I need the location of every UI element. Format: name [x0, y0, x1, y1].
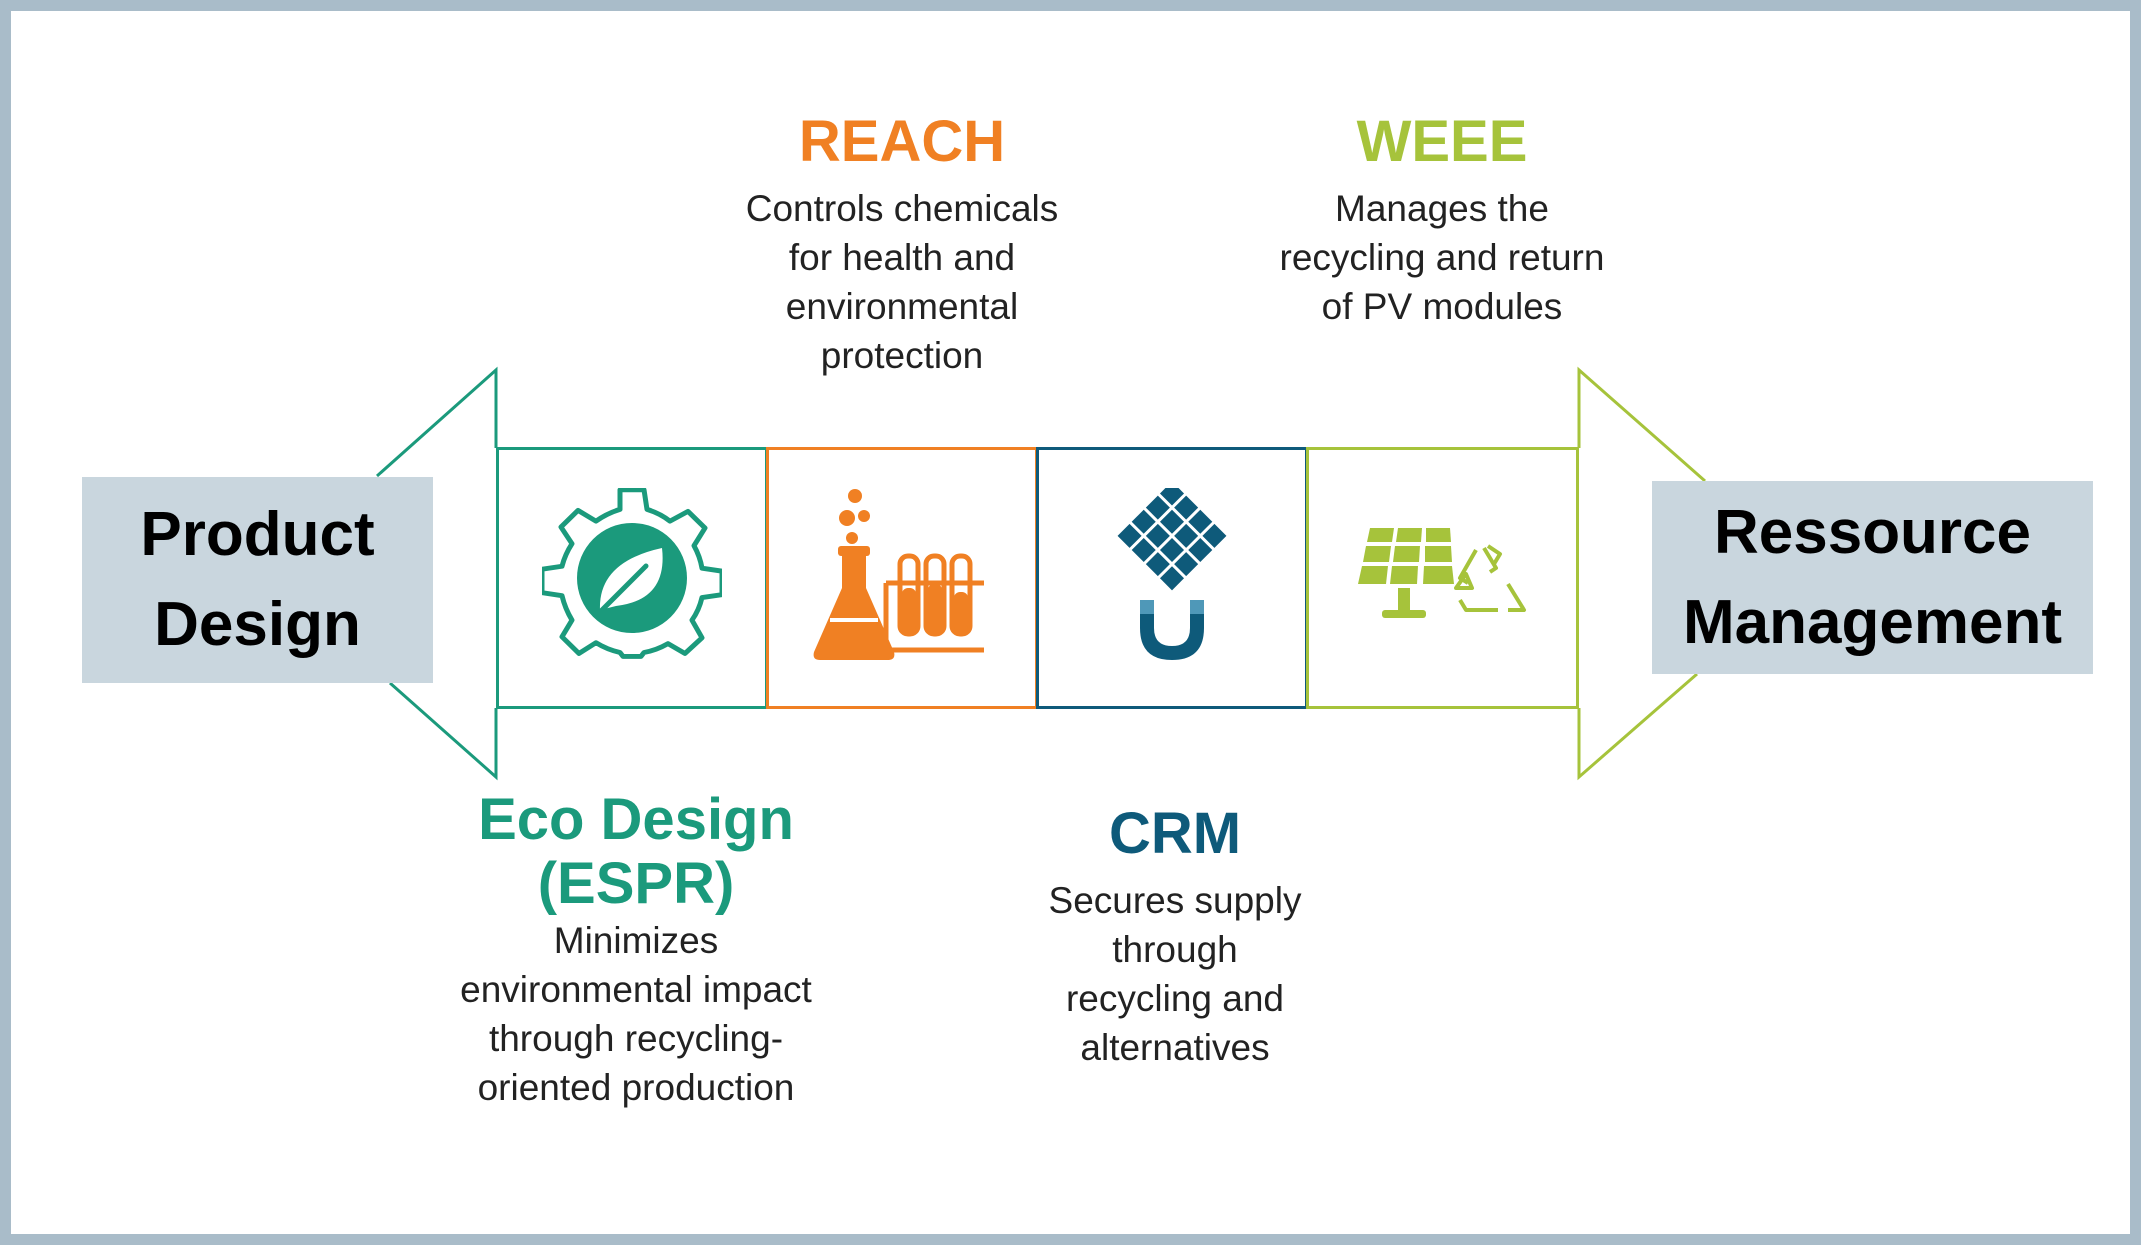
crm-title: CRM — [1108, 801, 1242, 866]
magnet-grid-icon — [1117, 488, 1227, 660]
product-design-label: Product Design — [82, 477, 433, 683]
resource-management-line1: Ressource — [1713, 497, 2032, 567]
reach-text: REACH Controls chemicals for health and … — [690, 110, 1114, 380]
product-design-line1: Product — [140, 500, 375, 569]
weee-description: Manages the recycling and return of PV m… — [1279, 188, 1605, 327]
crm-description: Secures supply through recycling and alt… — [1048, 880, 1302, 1068]
weee-text: WEEE Manages the recycling and return of… — [1232, 110, 1652, 331]
reach-title: REACH — [798, 109, 1006, 174]
weee-title: WEEE — [1356, 109, 1528, 174]
resource-management-label: Ressource Management — [1652, 481, 2093, 674]
weee-box — [1306, 447, 1579, 709]
reach-box — [766, 447, 1038, 709]
eco-design-description: Minimizes environmental impact through r… — [460, 920, 812, 1108]
eco-design-box — [496, 447, 768, 709]
flask-test-tubes-icon — [813, 489, 984, 660]
eco-design-text: Eco Design (ESPR) Minimizes environmenta… — [420, 788, 852, 1112]
left-arrow-head-lower — [389, 681, 498, 781]
resource-management-line2: Management — [1683, 587, 2062, 657]
solar-panel-recycle-icon — [1357, 528, 1526, 618]
product-design-line2: Design — [154, 590, 361, 659]
reach-description: Controls chemicals for health and enviro… — [745, 188, 1059, 376]
eco-design-title-line1: Eco Design — [478, 787, 794, 852]
crm-box — [1036, 447, 1308, 709]
crm-text: CRM Secures supply through recycling and… — [1000, 802, 1350, 1072]
left-arrow-head — [376, 366, 498, 478]
eco-design-title-line2: (ESPR) — [537, 851, 735, 916]
right-arrow-head-lower — [1577, 672, 1698, 781]
gear-leaf-icon — [542, 488, 722, 659]
right-arrow-head — [1577, 366, 1706, 483]
